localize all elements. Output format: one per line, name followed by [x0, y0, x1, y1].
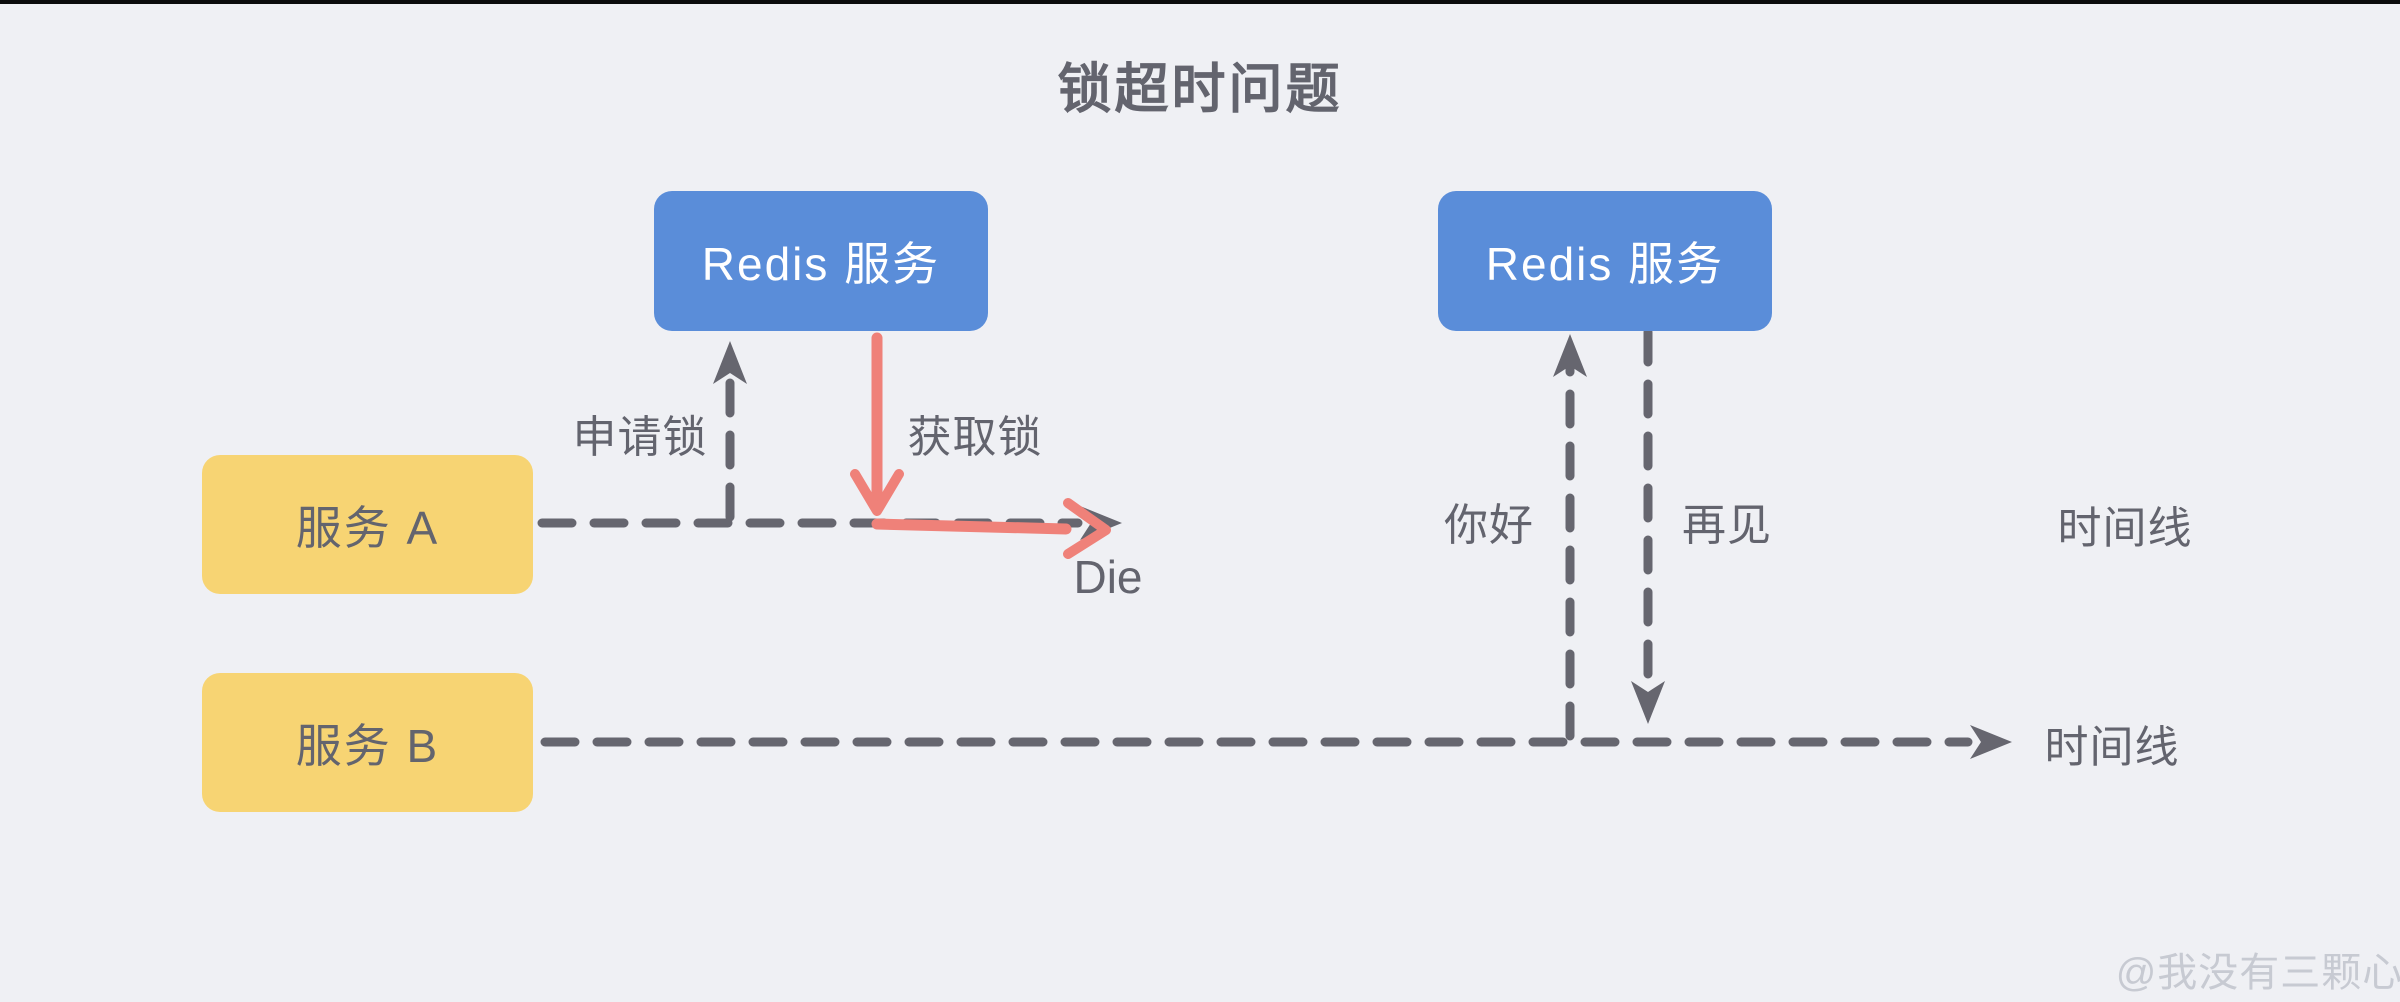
- die-arrow-line: [871, 518, 1072, 535]
- acquire-lock-label: 获取锁: [907, 413, 1043, 462]
- redis-node-left-label: Redis 服务: [701, 238, 941, 290]
- page-title: 锁超时问题: [1057, 59, 1343, 120]
- redis-node-right: Redis 服务: [1438, 191, 1772, 331]
- service-a-node-label: 服务 A: [295, 501, 440, 554]
- die-arrowhead-icon: [1063, 498, 1111, 559]
- goodbye-label: 再见: [1682, 501, 1772, 550]
- timeline-a-label: 时间线: [2057, 504, 2193, 553]
- redis-node-left: Redis 服务: [654, 191, 988, 331]
- redis-node-right-label: Redis 服务: [1485, 238, 1725, 290]
- top-border-bar: [0, 0, 2400, 4]
- hello-label: 你好: [1444, 501, 1534, 550]
- watermark: @我没有三颗心脏: [2115, 951, 2400, 995]
- timeline-b-label: 时间线: [2044, 723, 2180, 772]
- die-label: Die: [1073, 551, 1143, 603]
- hello-arrowhead-icon: [1553, 334, 1587, 377]
- acquire-lock-arrowhead-icon: [850, 469, 904, 516]
- service-b-node-label: 服务 B: [295, 719, 440, 772]
- service-a-node: 服务 A: [202, 455, 533, 594]
- goodbye-arrowhead-icon: [1631, 681, 1665, 724]
- apply-lock-label: 申请锁: [572, 413, 708, 462]
- service-b-node: 服务 B: [202, 673, 533, 812]
- apply-lock-arrowhead-icon: [713, 341, 747, 384]
- service-b-timeline-arrowhead-icon: [1970, 725, 2012, 759]
